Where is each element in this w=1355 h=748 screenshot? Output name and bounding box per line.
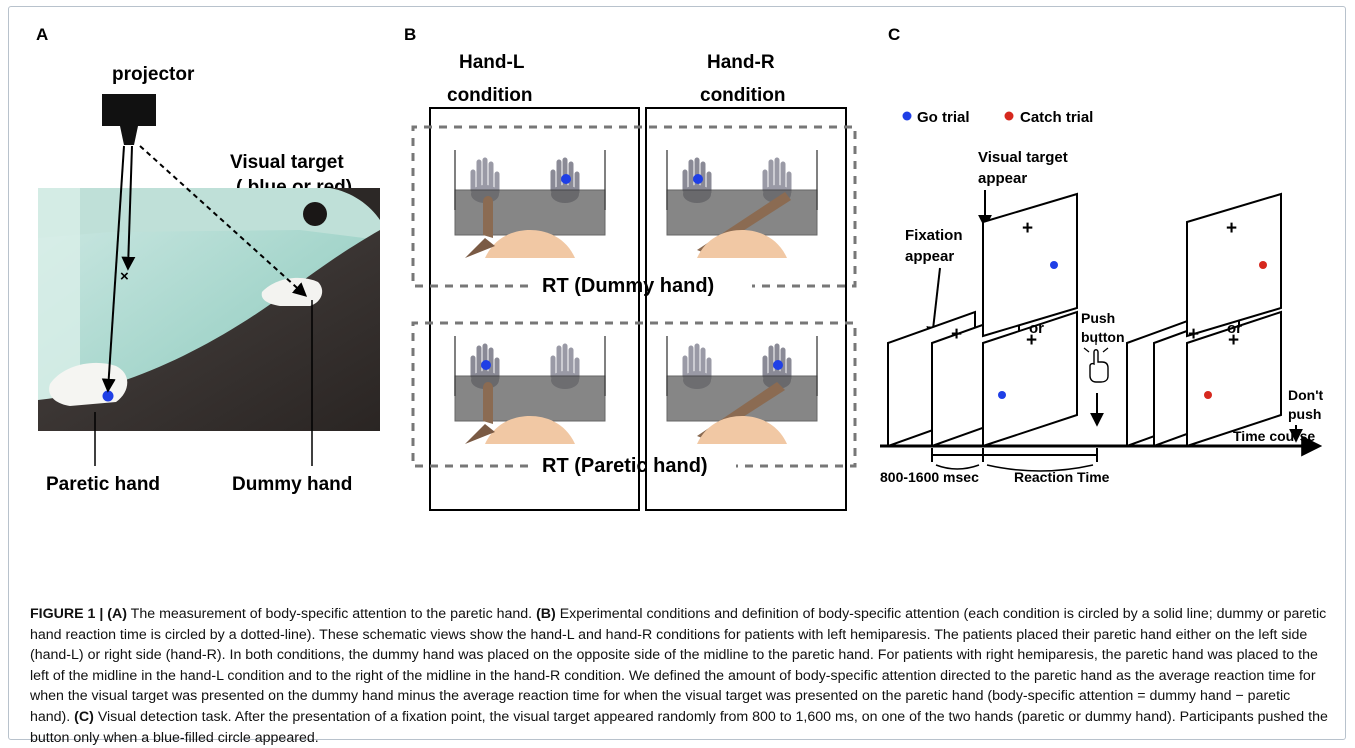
hand-l-condition-box bbox=[429, 107, 640, 511]
caption-b-label: (B) bbox=[536, 606, 556, 622]
caption-figure-label: FIGURE 1 | bbox=[30, 606, 108, 622]
interval-brace bbox=[935, 464, 980, 470]
blue-target-dot bbox=[102, 390, 114, 402]
interval-label: 800-1600 msec bbox=[880, 469, 979, 485]
go-trial-legend-dot bbox=[902, 111, 912, 121]
go-alt-screen bbox=[982, 310, 1078, 448]
fixation-appear-1: Fixation bbox=[905, 227, 963, 244]
headphone-icon bbox=[303, 202, 327, 226]
panel-c-label: C bbox=[888, 25, 900, 44]
caption-b-text: Experimental conditions and definition o… bbox=[30, 606, 1327, 725]
fixation-cross-6: + bbox=[1228, 330, 1239, 351]
reaction-brace bbox=[986, 464, 1094, 472]
figure-caption: FIGURE 1 | (A) The measurement of body-s… bbox=[30, 604, 1330, 748]
catch-trial-screens bbox=[1126, 192, 1282, 448]
schematic-hand-l-dummy bbox=[454, 150, 606, 258]
figure-panels: A projector Visual target ( blue or red) bbox=[36, 25, 1324, 511]
caption-c-label: (C) bbox=[74, 708, 94, 725]
dont-push-label-2: push bbox=[1288, 406, 1321, 422]
panel-a-label: A bbox=[36, 25, 48, 44]
go-target-dot-2 bbox=[998, 391, 1006, 399]
schematic-hand-r-dummy bbox=[666, 150, 818, 258]
figure-frame bbox=[8, 6, 1346, 740]
fixation-cross-1: + bbox=[951, 324, 962, 345]
reaction-time-label: Reaction Time bbox=[1014, 469, 1110, 485]
go-trial-label: Go trial bbox=[917, 109, 970, 126]
fixation-cross-4: + bbox=[1226, 218, 1237, 239]
projection-line-dummy bbox=[139, 145, 308, 297]
go-target-dot-1 bbox=[1050, 261, 1058, 269]
go-trial-screens bbox=[887, 192, 1078, 448]
caption-a-text: The measurement of body-specific attenti… bbox=[127, 606, 537, 622]
fixation-cross-2: + bbox=[1022, 218, 1033, 239]
or-label-2: or bbox=[1227, 320, 1242, 337]
schematic-hand-l-paretic bbox=[454, 336, 606, 444]
experiment-photo bbox=[38, 188, 380, 431]
fixation-cross-3: + bbox=[1026, 330, 1037, 351]
caption-c-text: Visual detection task. After the present… bbox=[30, 708, 1328, 746]
rt-dummy-box bbox=[411, 125, 857, 288]
hand-r-label-1: Hand-R bbox=[707, 52, 775, 73]
time-course-label: Time course bbox=[1233, 428, 1315, 444]
push-button-label-1: Push bbox=[1081, 310, 1115, 326]
panel-a: A projector Visual target ( blue or red) bbox=[36, 25, 380, 495]
catch-alt-screen bbox=[1186, 310, 1282, 448]
catch-target-dot-2 bbox=[1204, 391, 1212, 399]
hand-l-label-1: Hand-L bbox=[459, 52, 525, 73]
caption-a-label: (A) bbox=[107, 606, 127, 622]
fixation-appear-2: appear bbox=[905, 248, 954, 265]
catch-trial-legend-dot bbox=[1004, 111, 1014, 121]
projection-line-paretic bbox=[101, 145, 125, 393]
go-target-screen bbox=[982, 192, 1078, 338]
fixation-cross-5: + bbox=[1188, 324, 1199, 345]
catch-target-dot-1 bbox=[1259, 261, 1267, 269]
projection-line-mirror bbox=[121, 145, 136, 271]
catch-target-screen bbox=[1186, 192, 1282, 338]
rt-dummy-label: RT (Dummy hand) bbox=[542, 275, 714, 297]
visual-target-appear-2: appear bbox=[978, 170, 1027, 187]
or-label-1: or bbox=[1029, 320, 1044, 337]
rt-paretic-box bbox=[411, 321, 857, 468]
visual-target-appear-1: Visual target bbox=[978, 149, 1068, 166]
paretic-hand-label: Paretic hand bbox=[46, 474, 160, 495]
push-button-label-2: button bbox=[1081, 329, 1125, 345]
rt-paretic-label: RT (Paretic hand) bbox=[542, 455, 708, 477]
projector-label: projector bbox=[112, 64, 195, 85]
schematic-hand-r-paretic bbox=[666, 336, 818, 444]
catch-trial-label: Catch trial bbox=[1020, 109, 1093, 126]
dummy-hand-label: Dummy hand bbox=[232, 474, 352, 495]
pointing-hand-icon bbox=[1083, 340, 1109, 383]
blocked-mark: × bbox=[120, 268, 129, 285]
panel-b-label: B bbox=[404, 25, 416, 44]
projector-icon bbox=[102, 94, 156, 145]
dont-push-label-1: Don't bbox=[1288, 387, 1324, 403]
hand-l-label-2: condition bbox=[447, 85, 532, 106]
panel-b: B Hand-L condition Hand-R condition RT (… bbox=[404, 25, 857, 511]
hand-r-condition-box bbox=[645, 107, 847, 511]
visual-target-label-1: Visual target bbox=[230, 152, 344, 173]
panel-c: C Go trial Catch trial Visual target app… bbox=[880, 25, 1324, 485]
hand-r-label-2: condition bbox=[700, 85, 785, 106]
